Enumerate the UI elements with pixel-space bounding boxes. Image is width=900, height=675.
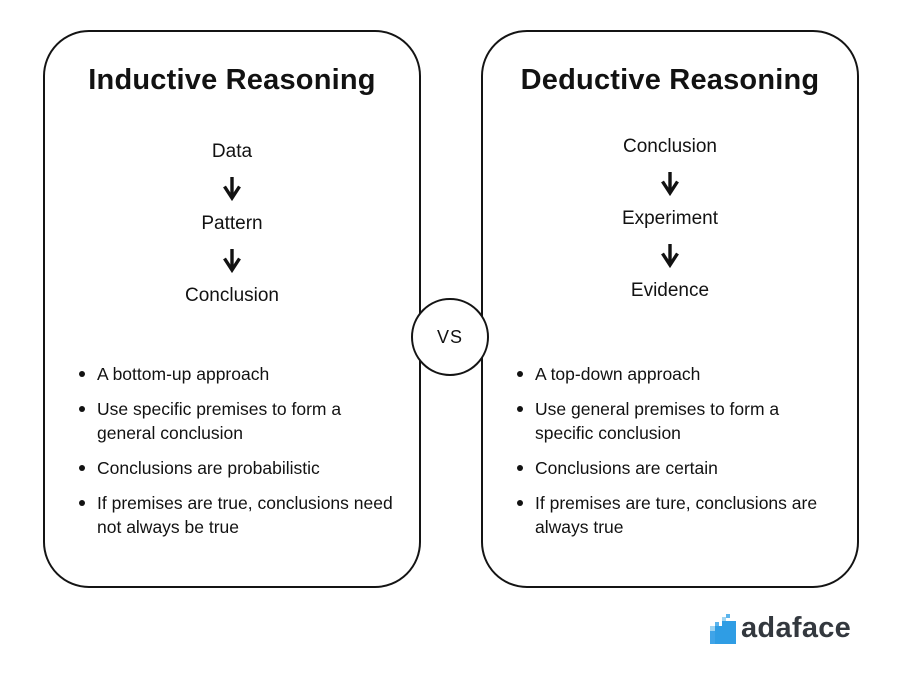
bullet-item: Conclusions are probabilistic: [79, 456, 399, 480]
down-arrow-icon: [661, 172, 679, 196]
bullet-item: A top-down approach: [517, 362, 837, 386]
bullet-item: Conclusions are certain: [517, 456, 837, 480]
inductive-card: Inductive Reasoning Data Pattern Conclus…: [43, 30, 421, 588]
vs-label: VS: [436, 326, 463, 347]
inductive-flow: Data Pattern Conclusion: [45, 140, 419, 308]
down-arrow-icon: [223, 249, 241, 273]
bullet-item: If premises are ture, conclusions are al…: [517, 491, 837, 539]
bullet-item: Use general premises to form a specific …: [517, 397, 837, 445]
down-arrow-icon: [223, 177, 241, 201]
inductive-bullet-list: A bottom-up approach Use specific premis…: [79, 362, 399, 550]
deductive-card: Deductive Reasoning Conclusion Experimen…: [481, 30, 859, 588]
pixel-bar-chart-icon: [710, 614, 736, 644]
bullet-item: If premises are true, conclusions need n…: [79, 491, 399, 539]
adaface-logo: adaface: [710, 611, 851, 645]
flow-step: Conclusion: [623, 136, 717, 157]
bullet-item: Use specific premises to form a general …: [79, 397, 399, 445]
flow-step: Evidence: [630, 280, 710, 301]
flow-step: Pattern: [201, 213, 263, 234]
adaface-logo-text: adaface: [741, 612, 852, 644]
bullet-item: A bottom-up approach: [79, 362, 399, 386]
flow-step: Conclusion: [185, 285, 279, 306]
deductive-title: Deductive Reasoning: [520, 64, 820, 96]
deductive-bullet-list: A top-down approach Use general premises…: [517, 362, 837, 550]
down-arrow-icon: [661, 244, 679, 268]
deductive-flow: Conclusion Experiment Evidence: [483, 135, 857, 303]
vs-badge: VS: [411, 298, 489, 376]
flow-step: Experiment: [621, 208, 719, 229]
flow-step: Data: [211, 141, 253, 162]
inductive-title: Inductive Reasoning: [88, 64, 376, 96]
